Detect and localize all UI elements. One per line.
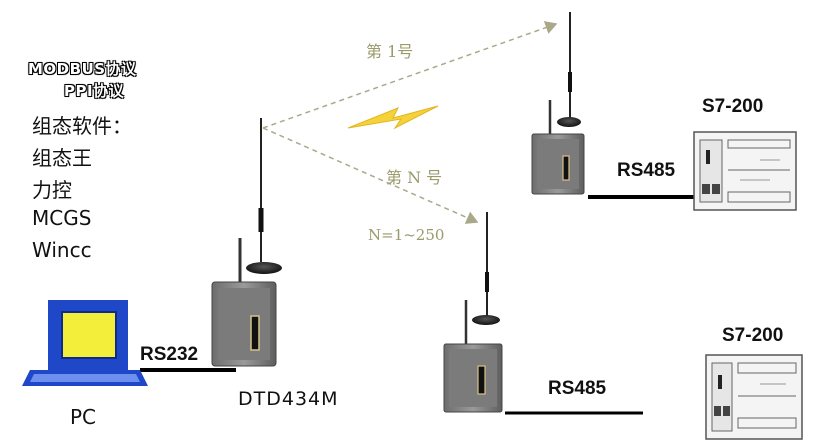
master-modem-label: DTD434M [238, 388, 339, 410]
radio-link-first [262, 21, 558, 129]
dtd434m-modem-icon [211, 118, 282, 367]
plc-1-label: S7-200 [702, 96, 764, 117]
rs485-bottom-label: RS485 [548, 378, 607, 399]
link-first-label: 第 1号 [366, 42, 414, 61]
radio-link-nth [262, 127, 479, 224]
plc-1-icon [693, 131, 797, 211]
wireless-bolt-icon [347, 105, 439, 130]
plc-2-label: S7-200 [722, 325, 784, 346]
software-item-mcgs: MCGS [32, 206, 92, 230]
software-item-forcecontrol: 力控 [32, 178, 72, 202]
rs232-label: RS232 [140, 344, 199, 365]
software-heading: 组态软件： [32, 114, 132, 138]
slave-modem-2-icon [443, 212, 503, 413]
software-item-wincc: Wincc [32, 238, 92, 262]
protocol-modbus-label: MODBUS协议 [28, 60, 137, 78]
pc-label: PC [70, 405, 97, 429]
node-range-label: N=1~250 [368, 226, 445, 244]
pc-laptop-icon [22, 300, 148, 386]
plc-2-icon [705, 354, 803, 440]
software-item-kingview: 组态王 [32, 146, 92, 170]
slave-modem-1-icon [531, 12, 585, 195]
protocol-ppi-label: PPI协议 [64, 82, 125, 100]
rs485-top-label: RS485 [617, 160, 676, 181]
link-nth-label: 第 N 号 [386, 168, 443, 187]
